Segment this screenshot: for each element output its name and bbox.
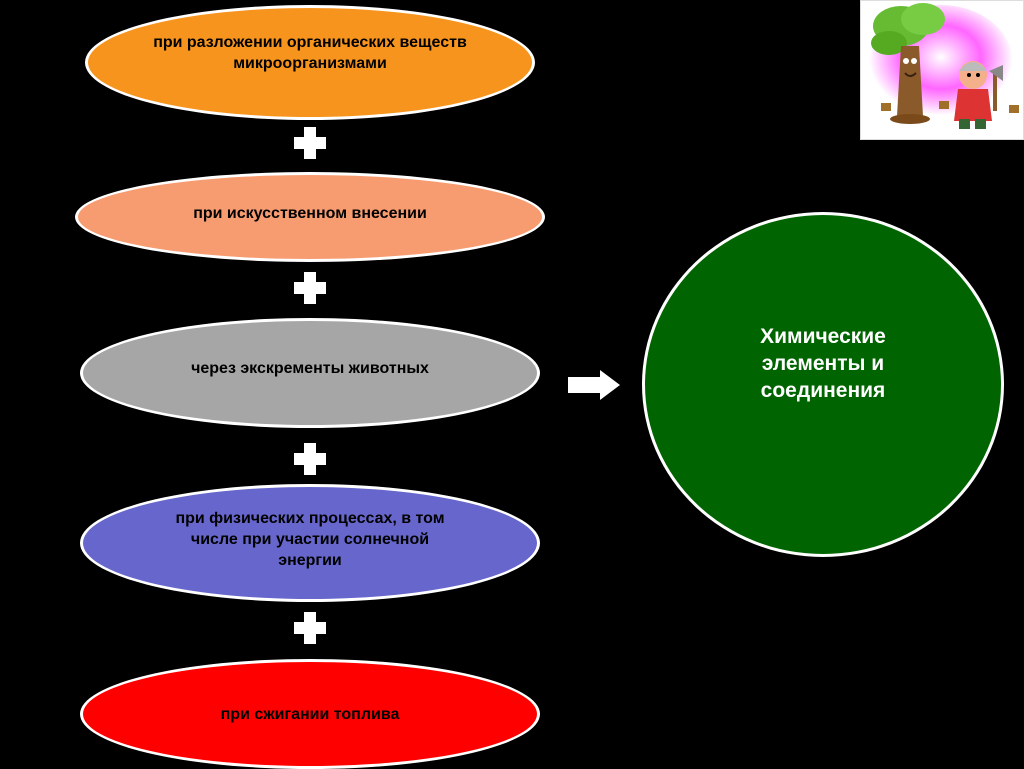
source-label-decomposition: при разложении органических веществ микр…: [153, 33, 467, 72]
source-label-fuel: при сжигании топлива: [220, 705, 400, 723]
result-node: Химические элементы и соединения: [642, 212, 1004, 557]
source-node-fuel: при сжигании топлива: [80, 659, 540, 769]
cartoon-illustration: [860, 0, 1024, 140]
right-arrow-icon: [568, 370, 620, 400]
plus-icon: [294, 443, 326, 475]
source-node-artificial: при искусственном внесении: [75, 172, 545, 262]
result-label: Химические элементы и соединения: [760, 325, 886, 402]
plus-icon: [294, 612, 326, 644]
source-node-excrement: через экскременты животных: [80, 318, 540, 428]
source-label-artificial: при искусственном внесении: [193, 204, 427, 222]
source-node-decomposition: при разложении органических веществ микр…: [85, 5, 535, 120]
plus-icon: [294, 127, 326, 159]
plus-icon: [294, 272, 326, 304]
source-label-physical: при физических процессах, в том числе пр…: [175, 509, 445, 569]
source-node-physical: при физических процессах, в том числе пр…: [80, 484, 540, 602]
source-label-excrement: через экскременты животных: [191, 359, 429, 377]
